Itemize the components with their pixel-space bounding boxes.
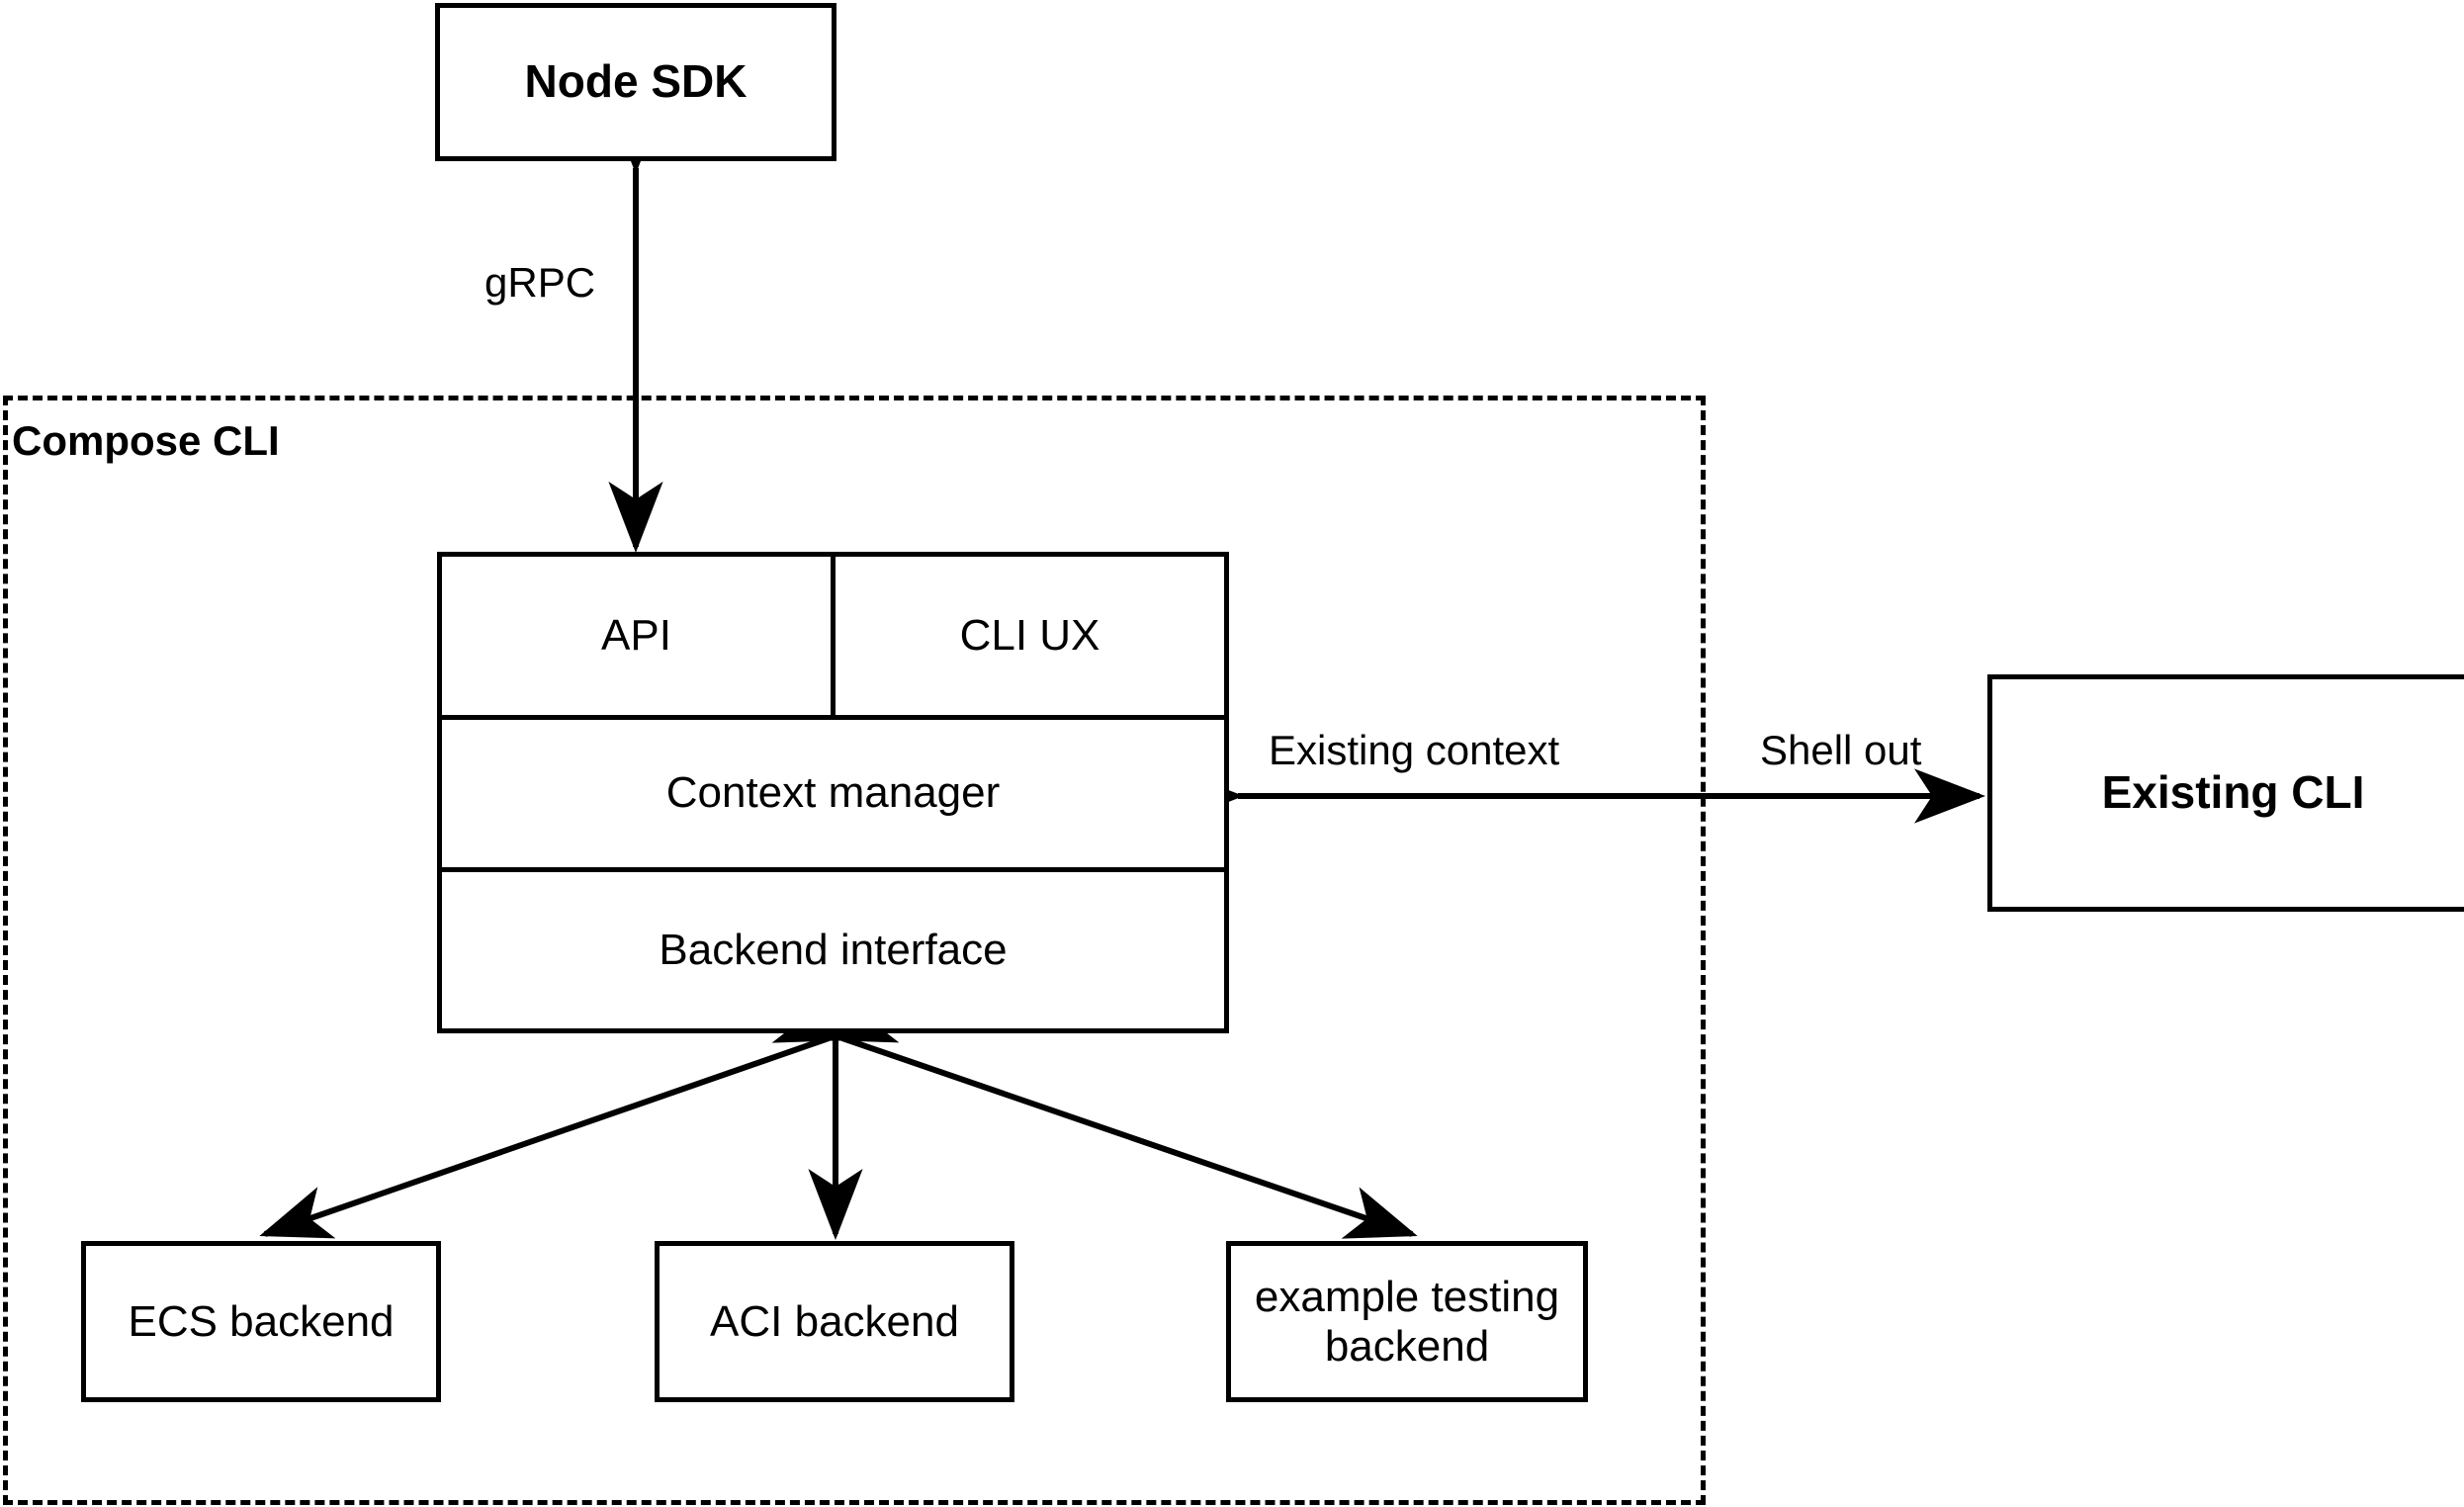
node-aci-backend-label: ACI backend: [710, 1296, 959, 1346]
stack-cell-context-manager[interactable]: Context manager: [442, 720, 1224, 866]
stack-cell-api-label: API: [601, 611, 671, 661]
stack-cell-backend-interface[interactable]: Backend interface: [442, 872, 1224, 1028]
edge-label-shell-out: Shell out: [1760, 727, 1922, 773]
compose-cli-group-label: Compose CLI: [12, 417, 280, 464]
arrow-backend-ecs: [259, 991, 900, 1239]
node-example-testing-backend-label: example testing backend: [1254, 1273, 1560, 1371]
stack-cell-api[interactable]: API: [442, 557, 831, 715]
stack-cell-context-manager-label: Context manager: [665, 768, 1001, 818]
node-example-testing-backend[interactable]: example testing backend: [1226, 1241, 1588, 1402]
stack-cell-cli-ux[interactable]: CLI UX: [831, 557, 1224, 716]
compose-cli-stack: API CLI UX Context manager Backend inter…: [437, 552, 1229, 1033]
stack-cell-cli-ux-label: CLI UX: [959, 611, 1100, 661]
compose-cli-group: [3, 396, 1706, 1505]
stack-row-top: API CLI UX: [442, 557, 1224, 716]
stack-cell-backend-interface-label: Backend interface: [659, 925, 1008, 974]
edge-label-existing-context: Existing context: [1269, 727, 1560, 773]
node-existing-cli-label: Existing CLI: [2101, 766, 2365, 819]
stack-row-backend-interface: Backend interface: [442, 866, 1224, 1028]
node-ecs-backend[interactable]: ECS backend: [81, 1241, 441, 1402]
arrow-backend-example: [771, 991, 1418, 1239]
stack-row-context-manager: Context manager: [442, 715, 1224, 867]
node-existing-cli[interactable]: Existing CLI: [1987, 674, 2464, 912]
edge-label-grpc: gRPC: [484, 259, 596, 306]
node-node-sdk-label: Node SDK: [524, 55, 748, 108]
node-ecs-backend-label: ECS backend: [128, 1296, 395, 1346]
node-aci-backend[interactable]: ACI backend: [655, 1241, 1014, 1402]
node-node-sdk[interactable]: Node SDK: [435, 3, 836, 161]
